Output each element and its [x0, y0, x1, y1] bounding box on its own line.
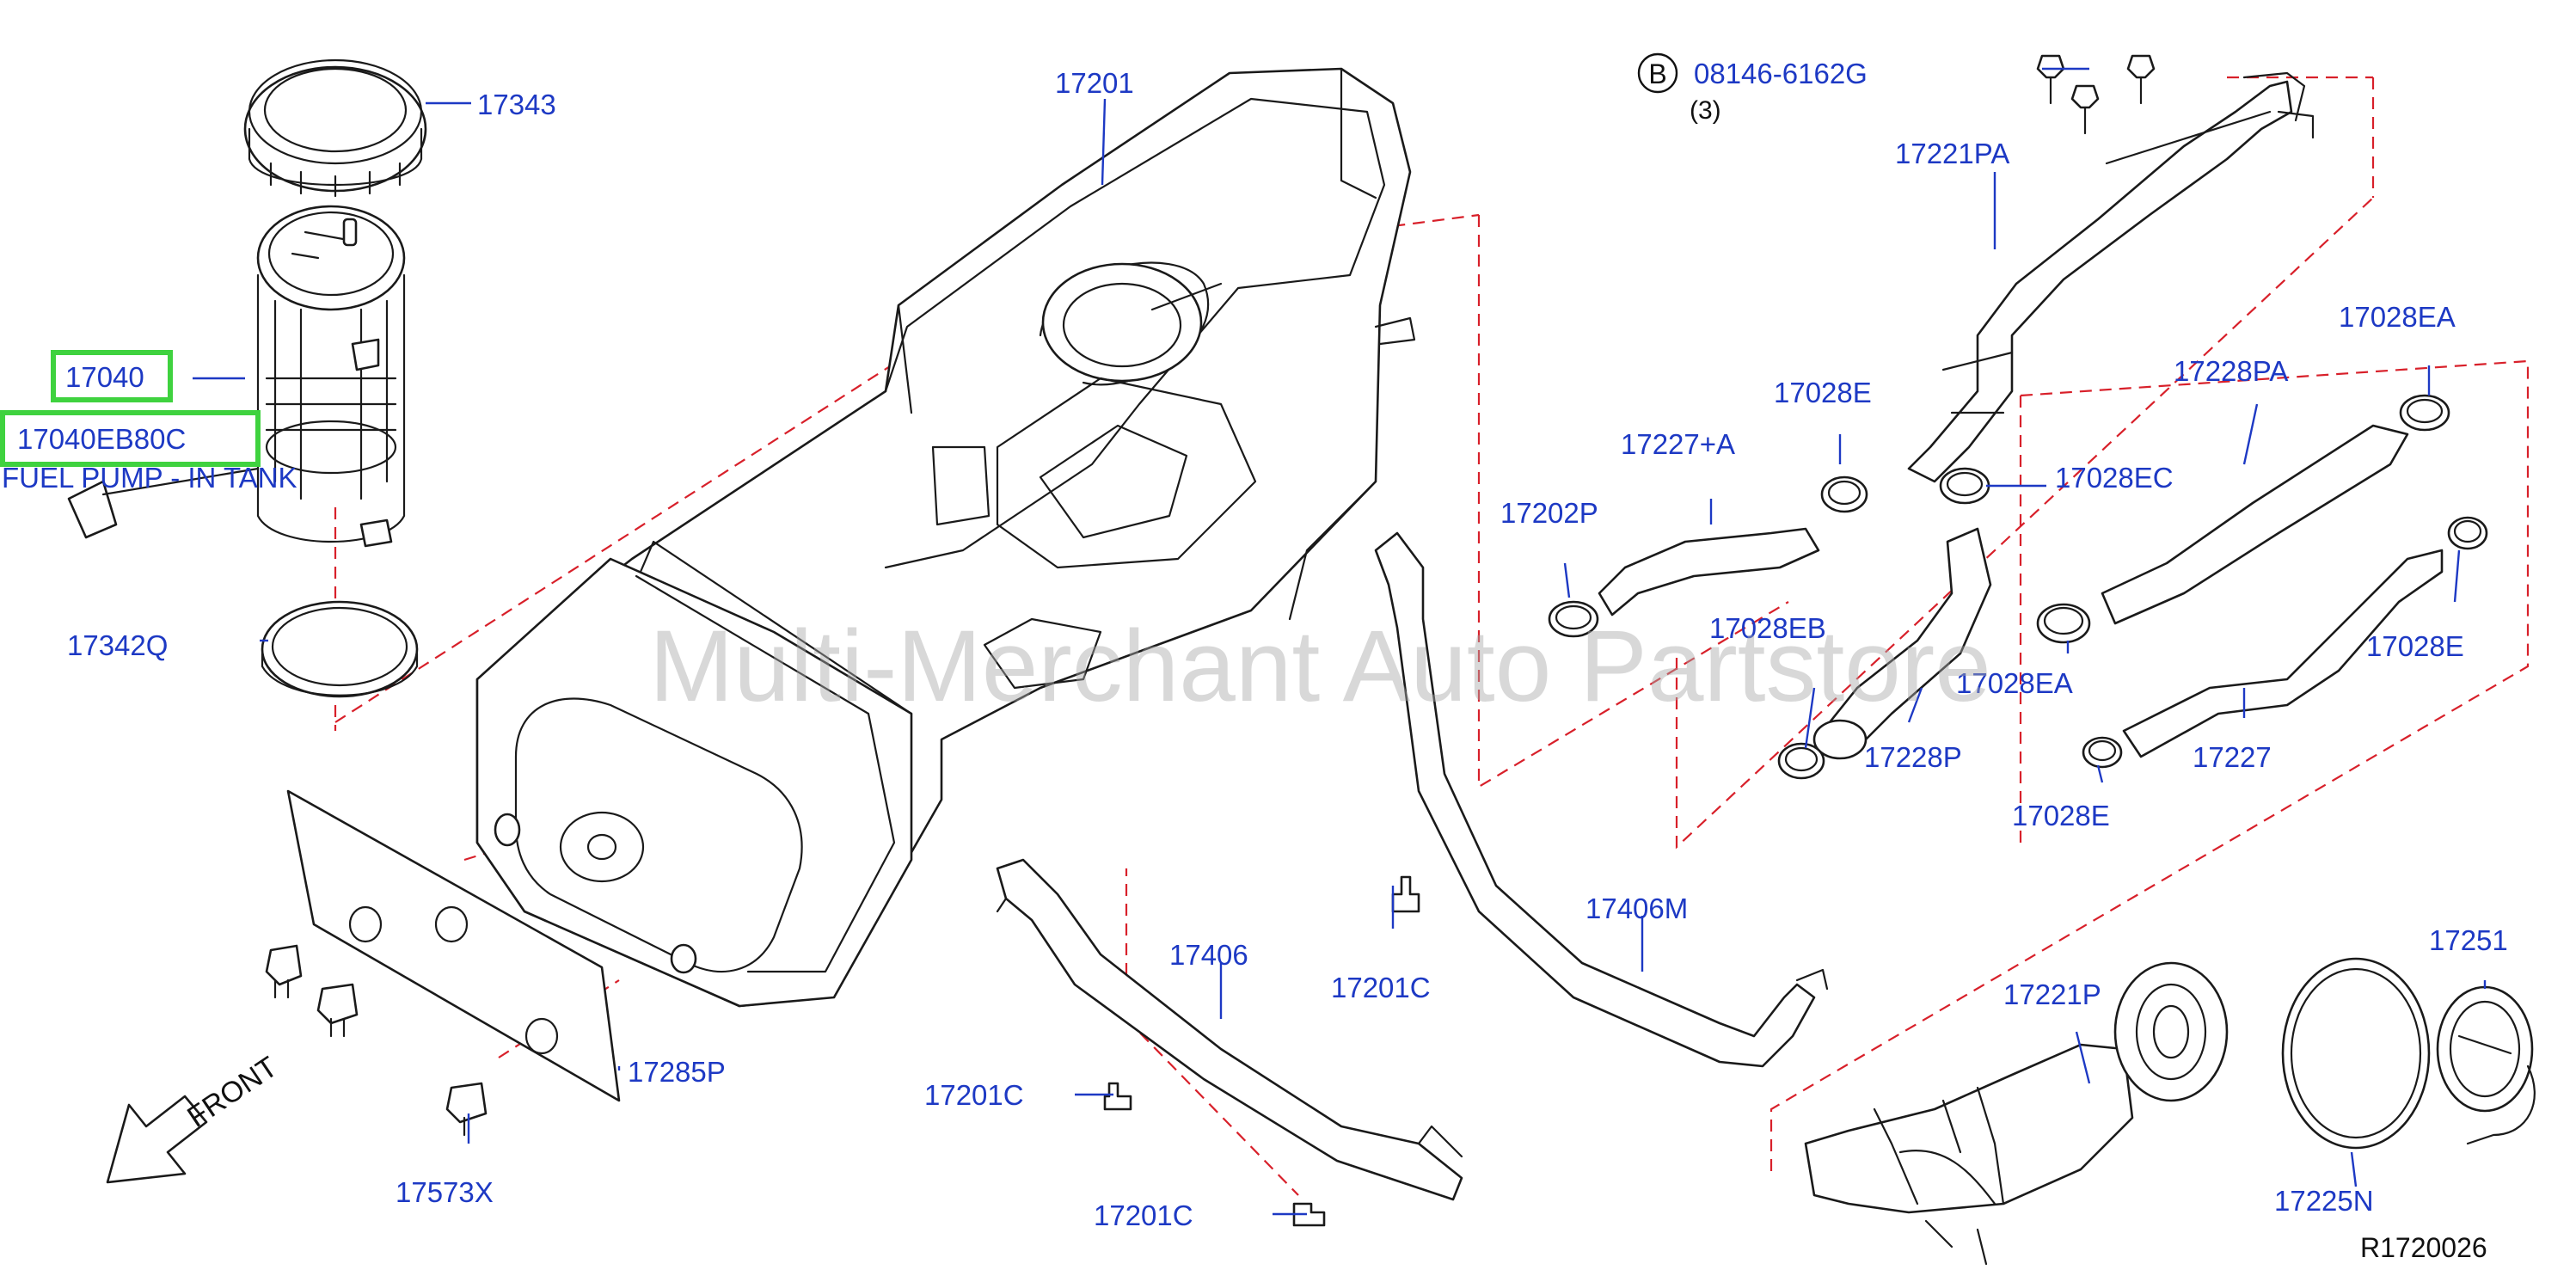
label-17343[interactable]: 17343 [477, 89, 556, 120]
label-17028e-bottom[interactable]: 17028E [2012, 800, 2110, 831]
protector-plate [286, 789, 621, 1102]
label-17028ec[interactable]: 17028EC [2055, 462, 2174, 494]
front-label: FRONT [181, 1051, 283, 1134]
label-17201[interactable]: 17201 [1055, 67, 1134, 99]
label-17573x[interactable]: 17573X [396, 1176, 494, 1208]
label-17202p[interactable]: 17202P [1500, 497, 1598, 529]
label-17028eb[interactable]: 17028EB [1709, 612, 1826, 644]
label-17228p[interactable]: 17228P [1864, 741, 1962, 773]
bolt-part-number: 08146-6162G [1694, 58, 1868, 89]
tank-strap-17406m [1374, 531, 1829, 1068]
highlighted-pump-labels: 17040 17040EB80C FUEL PUMP - IN TANK [0, 350, 297, 494]
label-17227a[interactable]: 17227+A [1621, 428, 1735, 460]
label-17201c-a[interactable]: 17201C [1331, 972, 1431, 1003]
label-17228pa[interactable]: 17228PA [2174, 355, 2288, 387]
label-17040eb80c[interactable]: 17040EB80C [17, 423, 186, 455]
pump-gasket [261, 600, 419, 698]
label-17285p[interactable]: 17285P [628, 1056, 726, 1088]
label-17225n[interactable]: 17225N [2274, 1185, 2374, 1217]
highlight-box-17040 [51, 350, 173, 402]
filler-pipe-lower [1804, 961, 2229, 1266]
leader-lines [193, 67, 2487, 1216]
label-17028ea-top[interactable]: 17028EA [2339, 301, 2456, 333]
label-17028e-right[interactable]: 17028E [2366, 630, 2464, 662]
filler-pipe-upper [1907, 71, 2315, 483]
fuel-cap [2436, 985, 2536, 1145]
highlight-box-17040eb80c [0, 410, 261, 467]
label-fuel-pump-desc: FUEL PUMP - IN TANK [2, 462, 297, 494]
label-17221p[interactable]: 17221P [2003, 978, 2101, 1010]
label-17040[interactable]: 17040 [65, 361, 144, 393]
plastic-clips [265, 944, 488, 1137]
bolt-group-callout: B 08146-6162G (3) [1637, 52, 1868, 125]
label-17251[interactable]: 17251 [2429, 924, 2508, 956]
hoses-and-clamps [1548, 394, 2488, 780]
label-17201c-b[interactable]: 17201C [924, 1079, 1024, 1111]
bolt-quantity: (3) [1690, 96, 1721, 125]
label-17028ea-bottom[interactable]: 17028EA [1956, 667, 2073, 699]
label-17406m[interactable]: 17406M [1585, 893, 1688, 924]
watermark: Multi-Merchant Auto Partstore [649, 610, 1991, 723]
lock-ring [243, 58, 427, 198]
filler-gasket [2281, 957, 2431, 1150]
fuel-pump-module [67, 205, 406, 548]
tank-strap-17406 [996, 858, 1463, 1201]
fuel-tank [475, 67, 1416, 1008]
front-arrow-icon: FRONT [106, 1051, 284, 1184]
fuel-pump-assembly [67, 58, 427, 698]
b-badge-circle [1637, 52, 1678, 94]
label-17028e-top[interactable]: 17028E [1774, 377, 1872, 408]
bolts [1103, 54, 2156, 1227]
label-17406[interactable]: 17406 [1169, 939, 1248, 971]
label-17342q[interactable]: 17342Q [67, 629, 168, 661]
label-17201c-c[interactable]: 17201C [1094, 1199, 1193, 1231]
reference-code: R1720026 [2360, 1232, 2487, 1263]
label-17227[interactable]: 17227 [2193, 741, 2272, 773]
b-badge: B [1648, 58, 1666, 89]
part-labels: 17343 17201 17342Q 17285P 17573X 17406 1… [67, 67, 2508, 1231]
label-17221pa[interactable]: 17221PA [1895, 138, 2009, 169]
